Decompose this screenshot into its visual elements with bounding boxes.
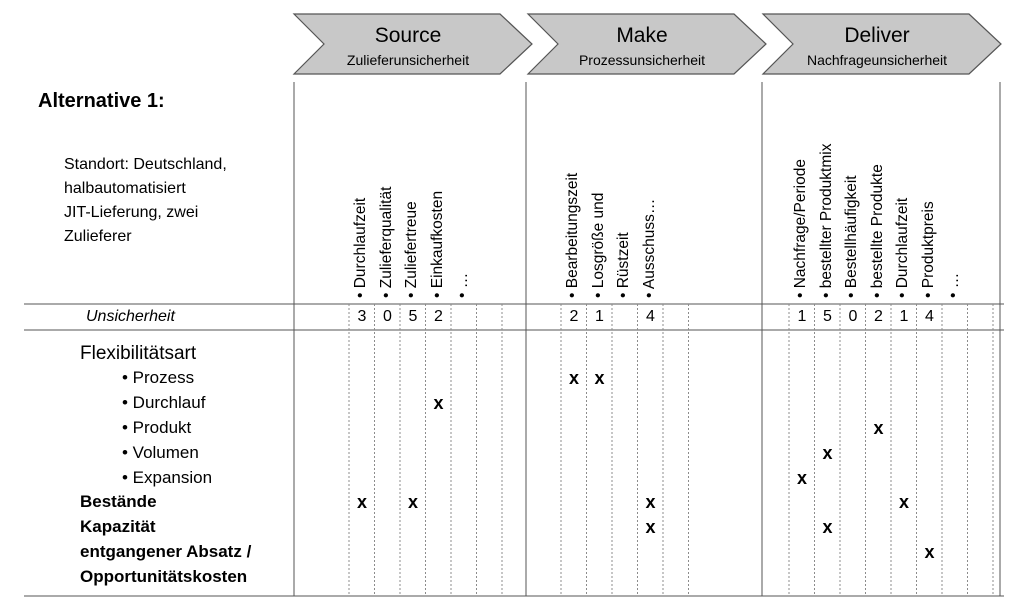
column-label-make: • Rüstzeit [615, 232, 632, 298]
flex-item-label: • Expansion [122, 468, 213, 487]
flex-item-label: • Prozess [122, 368, 195, 387]
column-label-source: • … [454, 272, 471, 298]
column-label-source: • Durchlaufzeit [352, 197, 369, 298]
uncertainty-value: 2 [569, 308, 579, 325]
matrix-mark: x [645, 517, 656, 537]
column-label-deliver: • Produktpreis [919, 201, 937, 298]
phase-title-deliver: Deliver [844, 24, 910, 47]
column-label-deliver: • Nachfrage/Periode [792, 159, 809, 298]
uncertainty-value: 0 [848, 308, 858, 325]
chevron-deliver [761, 13, 1002, 75]
uncertainty-value: 1 [797, 308, 807, 325]
phase-title-source: Source [374, 24, 442, 47]
matrix-mark: x [873, 418, 884, 438]
row-label: entgangener Absatz / [80, 542, 252, 561]
alternative-desc-4: Zulieferer [64, 228, 132, 245]
column-label-deliver: • bestellter Produktmix [817, 143, 835, 298]
uncertainty-label: Unsicherheit [86, 308, 175, 325]
phase-subtitle-deliver: Nachfrageunsicherheit [806, 52, 948, 68]
matrix-mark: x [433, 393, 444, 413]
matrix-mark: x [924, 542, 935, 562]
column-label-deliver: • … [945, 272, 962, 298]
matrix-mark: x [568, 368, 579, 388]
uncertainty-value: 5 [408, 308, 418, 325]
uncertainty-value: 5 [823, 308, 832, 325]
matrix-mark: x [796, 468, 807, 488]
uncertainty-value: 0 [383, 308, 392, 325]
column-label-make: • Ausschuss… [640, 198, 658, 298]
uncertainty-value: 4 [646, 308, 655, 325]
matrix-mark: x [407, 492, 418, 512]
column-label-make: • Losgröße und [589, 192, 607, 298]
alternative-title: Alternative 1: [38, 90, 165, 112]
phase-title-make: Make [616, 24, 668, 47]
uncertainty-value: 1 [595, 308, 604, 325]
flex-header: Flexibilitätsart [80, 343, 197, 364]
flex-item-label: • Produkt [122, 418, 192, 437]
phase-subtitle-source: Zulieferunsicherheit [346, 52, 470, 68]
phase-subtitle-make: Prozessunsicherheit [578, 52, 706, 68]
alternative-desc-1: Standort: Deutschland, [64, 156, 227, 173]
column-label-deliver: • Bestellhäufigkeit [843, 175, 860, 298]
uncertainty-value: 3 [357, 308, 367, 325]
column-label-make: • Bearbeitungszeit [564, 172, 581, 298]
uncertainty-value: 2 [434, 308, 443, 325]
chevron-make [526, 13, 767, 75]
matrix-mark: x [822, 517, 833, 537]
row-label: Bestände [80, 492, 157, 511]
matrix-mark: x [645, 492, 656, 512]
matrix-mark: x [822, 443, 833, 463]
row-label: Kapazität [80, 517, 156, 536]
alternative-desc-2: halbautomatisiert [64, 180, 186, 197]
matrix-mark: x [594, 368, 605, 388]
alternative-desc-3: JIT-Lieferung, zwei [64, 204, 199, 221]
chevron-source [292, 13, 533, 75]
uncertainty-value: 2 [874, 308, 883, 325]
column-label-deliver: • Durchlaufzeit [894, 197, 911, 298]
column-label-source: • Einkaufkosten [428, 190, 446, 298]
column-label-source: • Zuliefertreue [403, 201, 420, 298]
column-label-deliver: • bestellte Produkte [868, 164, 886, 298]
column-label-source: • Zulieferqualität [377, 186, 395, 298]
flex-item-label: • Durchlauf [122, 393, 206, 412]
uncertainty-value: 4 [925, 308, 934, 325]
matrix-mark: x [898, 492, 909, 512]
flex-item-label: • Volumen [122, 443, 199, 462]
matrix-mark: x [356, 492, 367, 512]
uncertainty-value: 1 [899, 308, 909, 325]
row-label: Opportunitätskosten [80, 567, 248, 586]
